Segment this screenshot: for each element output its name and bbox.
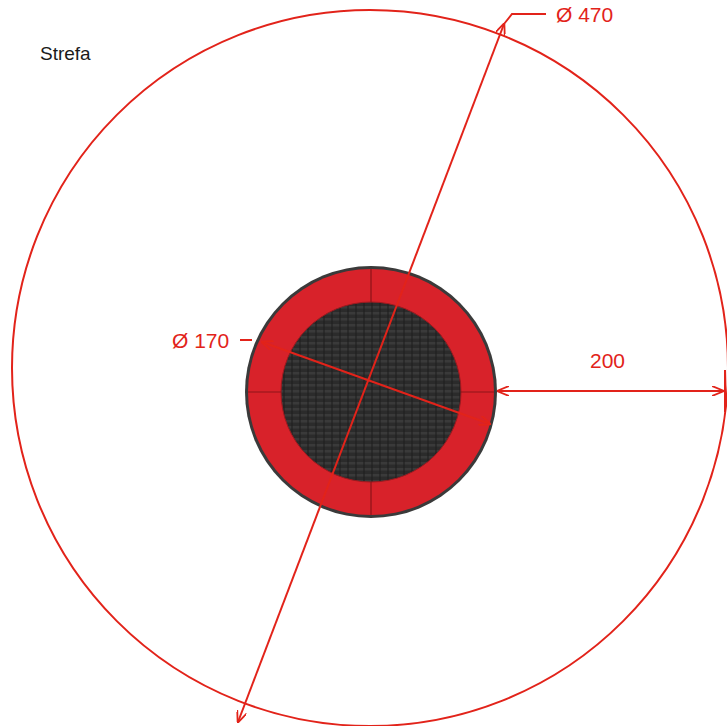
leader-line: [504, 14, 546, 24]
zone-label: Strefa: [40, 44, 91, 63]
trampoline: [245, 266, 497, 518]
extension-line: [724, 370, 726, 412]
safety-zone: [12, 10, 727, 726]
dimension-line: [498, 390, 723, 392]
dimension-line: [262, 342, 490, 424]
dimension-label: Ø 170: [172, 330, 229, 351]
leader-line: [240, 339, 252, 341]
dimension-line: [238, 24, 504, 722]
dimension-label: 200: [590, 350, 625, 371]
dimension-label: Ø 470: [556, 4, 613, 25]
